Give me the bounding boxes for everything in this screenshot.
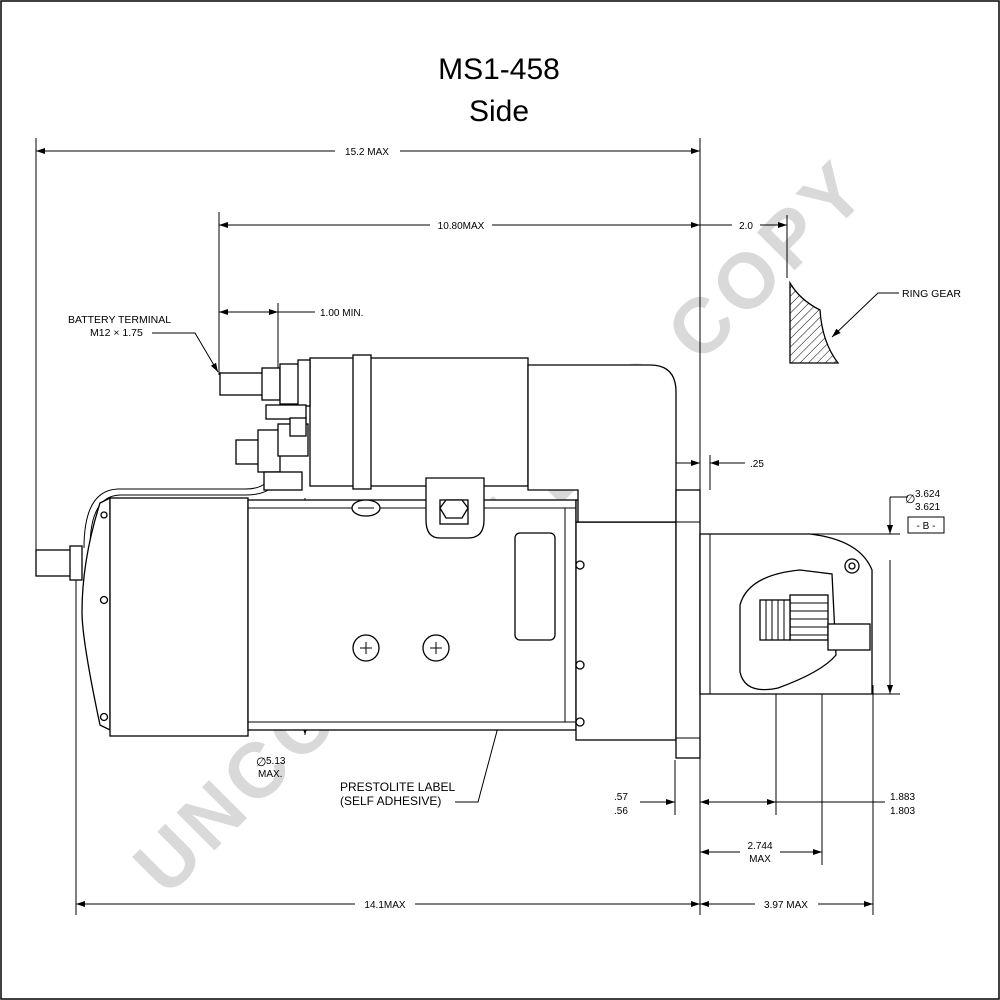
dim-pinion-travel: 2.744	[747, 841, 772, 852]
dim-pilot-dia-top: 3.624	[915, 489, 940, 500]
dim-datum: - B -	[917, 521, 936, 532]
drive-housing	[575, 521, 677, 741]
frame-screw-1	[352, 634, 380, 662]
dim-terminal-min: 1.00 MIN.	[320, 308, 363, 319]
datum-frame	[907, 516, 945, 534]
dim-pinion-travel-max: MAX	[749, 854, 771, 865]
pinion-gear	[789, 594, 829, 641]
rear-end-cap	[81, 496, 111, 732]
dim-ring-gear-offset: 2.0	[739, 221, 753, 232]
mounting-flange	[675, 489, 701, 759]
dim-body-dia-max: MAX.	[258, 769, 282, 780]
dim-pinion-top: 1.883	[890, 792, 915, 803]
dim-motor-length: 14.1MAX	[364, 900, 405, 911]
frame-screw-3	[351, 499, 381, 517]
dimension-lines	[36, 148, 908, 907]
dim-flange-tol-bottom: .56	[614, 806, 628, 817]
shaft-tip	[827, 623, 871, 651]
prestolite-label-area	[514, 532, 556, 641]
solenoid-body	[309, 357, 529, 487]
dim-flange-thickness: .25	[750, 459, 764, 470]
ring-gear-label: RING GEAR	[902, 288, 961, 300]
drawing-title: MS1-458	[438, 53, 560, 86]
solenoid-band	[352, 354, 372, 490]
ring-gear-leader	[831, 292, 899, 338]
dim-solenoid-length: 10.80MAX	[438, 221, 485, 232]
dim-flange-tol-top: .57	[614, 792, 628, 803]
drawing-subtitle: Side	[469, 95, 529, 128]
commutator-housing	[109, 497, 249, 737]
dim-pilot-dia-symbol: ∅	[905, 492, 915, 506]
solenoid-bracket	[527, 364, 677, 523]
dim-overall-max: 15.2 MAX	[345, 147, 389, 158]
frame-screw-2	[422, 634, 450, 662]
prestolite-label-sub: (SELF ADHESIVE)	[340, 794, 441, 808]
rear-terminal-stud	[35, 549, 75, 577]
battery-terminal-leader	[152, 332, 219, 373]
dim-nose-length: 3.97 MAX	[764, 900, 808, 911]
pinion-shaft	[759, 599, 791, 641]
dim-pinion-bottom: 1.803	[890, 806, 915, 817]
dim-pilot-dia-bottom: 3.621	[915, 502, 940, 513]
ring-gear-section	[789, 280, 840, 364]
battery-terminal-thread: M12 × 1.75	[90, 327, 143, 339]
dim-body-dia-symbol: ∅	[256, 755, 266, 769]
battery-terminal-label: BATTERY TERMINAL	[68, 314, 171, 326]
dim-body-dia: 5.13	[266, 756, 286, 767]
prestolite-label: PRESTOLITE LABEL	[340, 780, 455, 794]
starter-motor	[35, 354, 873, 759]
